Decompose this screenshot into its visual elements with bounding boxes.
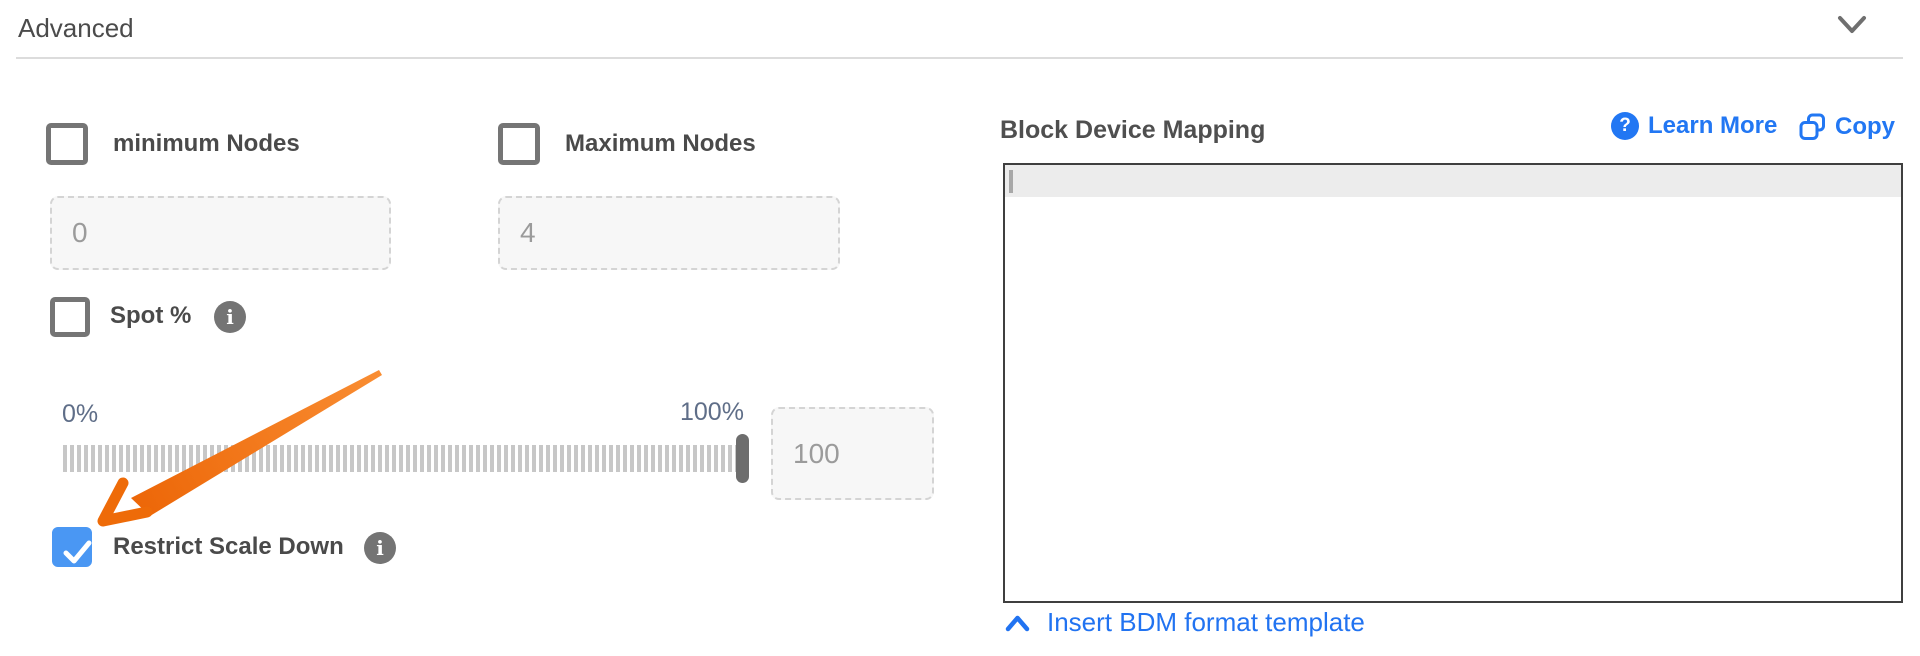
- maximum-nodes-label: Maximum Nodes: [565, 130, 756, 157]
- minimum-nodes-checkbox[interactable]: [46, 123, 88, 165]
- insert-bdm-template-label: Insert BDM format template: [1047, 607, 1365, 637]
- chevron-down-icon: [1836, 12, 1868, 38]
- collapse-section-button[interactable]: [1836, 12, 1868, 38]
- spot-info-icon[interactable]: i: [214, 301, 246, 333]
- copy-label: Copy: [1835, 113, 1895, 140]
- insert-bdm-template-link[interactable]: Insert BDM format template: [1004, 607, 1365, 638]
- restrict-scale-down-info-icon[interactable]: i: [364, 532, 396, 564]
- chevron-up-icon: [1004, 613, 1031, 633]
- restrict-scale-down-label: Restrict Scale Down: [113, 533, 344, 560]
- spot-percentage-input[interactable]: [771, 407, 934, 500]
- editor-active-line: [1005, 165, 1901, 197]
- editor-caret: [1009, 170, 1013, 193]
- slider-max-label: 100%: [680, 398, 744, 426]
- copy-icon: [1799, 113, 1826, 141]
- minimum-nodes-label: minimum Nodes: [113, 130, 300, 157]
- minimum-nodes-input[interactable]: [50, 196, 391, 270]
- copy-button[interactable]: Copy: [1799, 113, 1895, 141]
- bdm-editor[interactable]: [1003, 163, 1903, 603]
- restrict-scale-down-checkbox[interactable]: [52, 527, 92, 567]
- question-icon: ?: [1611, 112, 1639, 140]
- section-title: Advanced: [18, 13, 134, 43]
- spot-percent-checkbox[interactable]: [50, 297, 90, 337]
- learn-more-label: Learn More: [1648, 112, 1778, 139]
- bdm-title: Block Device Mapping: [1000, 116, 1266, 144]
- slider-min-label: 0%: [62, 400, 99, 428]
- header-divider: [16, 57, 1903, 59]
- spot-percent-label: Spot %: [110, 302, 192, 329]
- spot-percentage-slider-track[interactable]: [63, 445, 736, 472]
- maximum-nodes-checkbox[interactable]: [498, 123, 540, 165]
- checkmark-icon: [57, 532, 92, 572]
- spot-percentage-slider-handle[interactable]: [736, 434, 749, 483]
- learn-more-link[interactable]: ? Learn More: [1611, 112, 1777, 140]
- maximum-nodes-input[interactable]: [498, 196, 840, 270]
